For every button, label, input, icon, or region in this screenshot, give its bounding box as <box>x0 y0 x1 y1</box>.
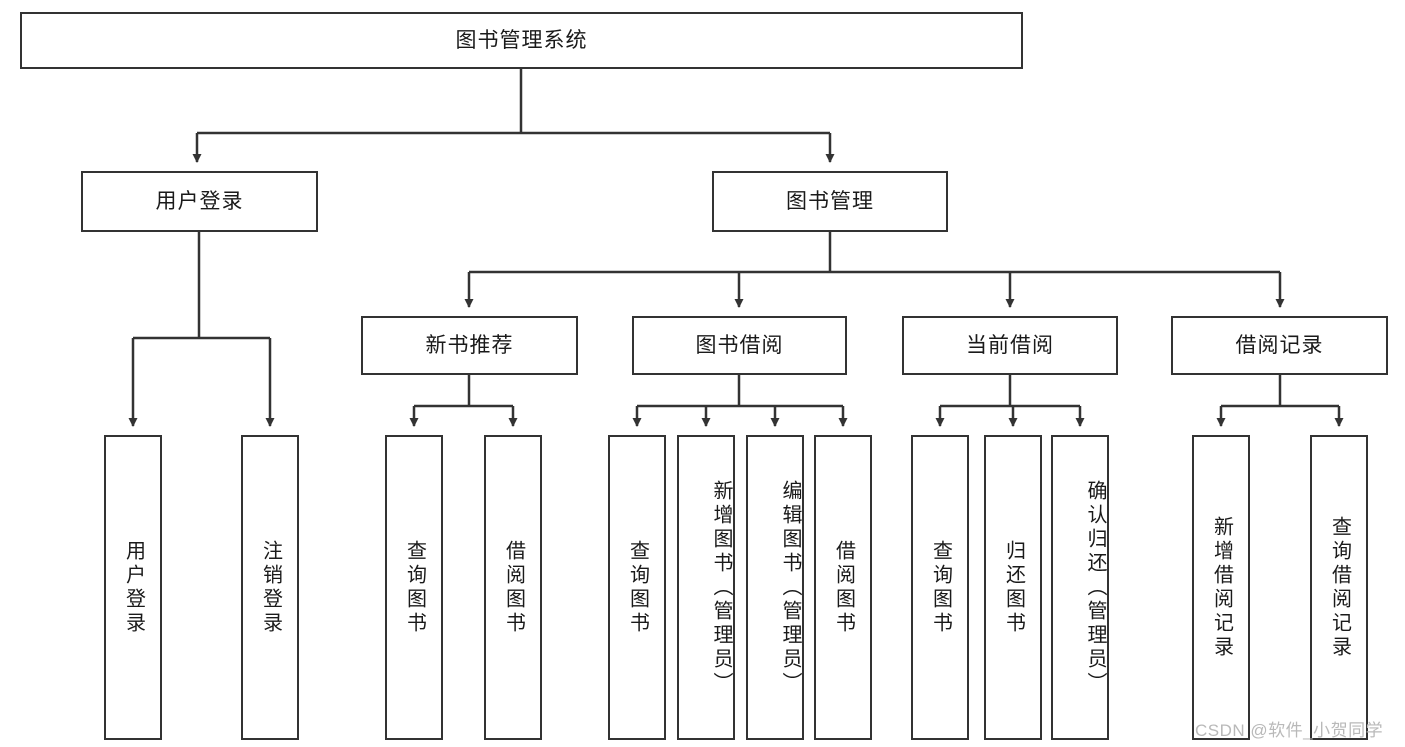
node-book-borrow[interactable]: 图书借阅 <box>632 316 847 375</box>
node-current-borrow[interactable]: 当前借阅 <box>902 316 1118 375</box>
node-leaf-query-book-current[interactable]: 查询图书 <box>911 435 969 740</box>
node-leaf-return-book[interactable]: 归还图书 <box>984 435 1042 740</box>
node-leaf-add-borrow-record[interactable]: 新增借阅记录 <box>1192 435 1250 740</box>
node-leaf-logout-login[interactable]: 注销登录 <box>241 435 299 740</box>
node-leaf-user-login[interactable]: 用户登录 <box>104 435 162 740</box>
csdn-watermark: CSDN @软件_小贺同学 <box>1195 721 1384 740</box>
node-borrow-record[interactable]: 借阅记录 <box>1171 316 1388 375</box>
node-leaf-query-book-borrow[interactable]: 查询图书 <box>608 435 666 740</box>
node-leaf-query-book-recommend[interactable]: 查询图书 <box>385 435 443 740</box>
node-leaf-borrow-book[interactable]: 借阅图书 <box>814 435 872 740</box>
node-leaf-edit-book-admin[interactable]: 编辑图书（管理员） <box>746 435 804 740</box>
node-new-book-recommend[interactable]: 新书推荐 <box>361 316 578 375</box>
node-leaf-add-book-admin[interactable]: 新增图书（管理员） <box>677 435 735 740</box>
node-leaf-confirm-return-admin[interactable]: 确认归还（管理员） <box>1051 435 1109 740</box>
node-user-login[interactable]: 用户登录 <box>81 171 318 232</box>
node-leaf-query-borrow-record[interactable]: 查询借阅记录 <box>1310 435 1368 740</box>
node-leaf-borrow-book-recommend[interactable]: 借阅图书 <box>484 435 542 740</box>
node-root-system[interactable]: 图书管理系统 <box>20 12 1023 69</box>
node-book-manage[interactable]: 图书管理 <box>712 171 948 232</box>
